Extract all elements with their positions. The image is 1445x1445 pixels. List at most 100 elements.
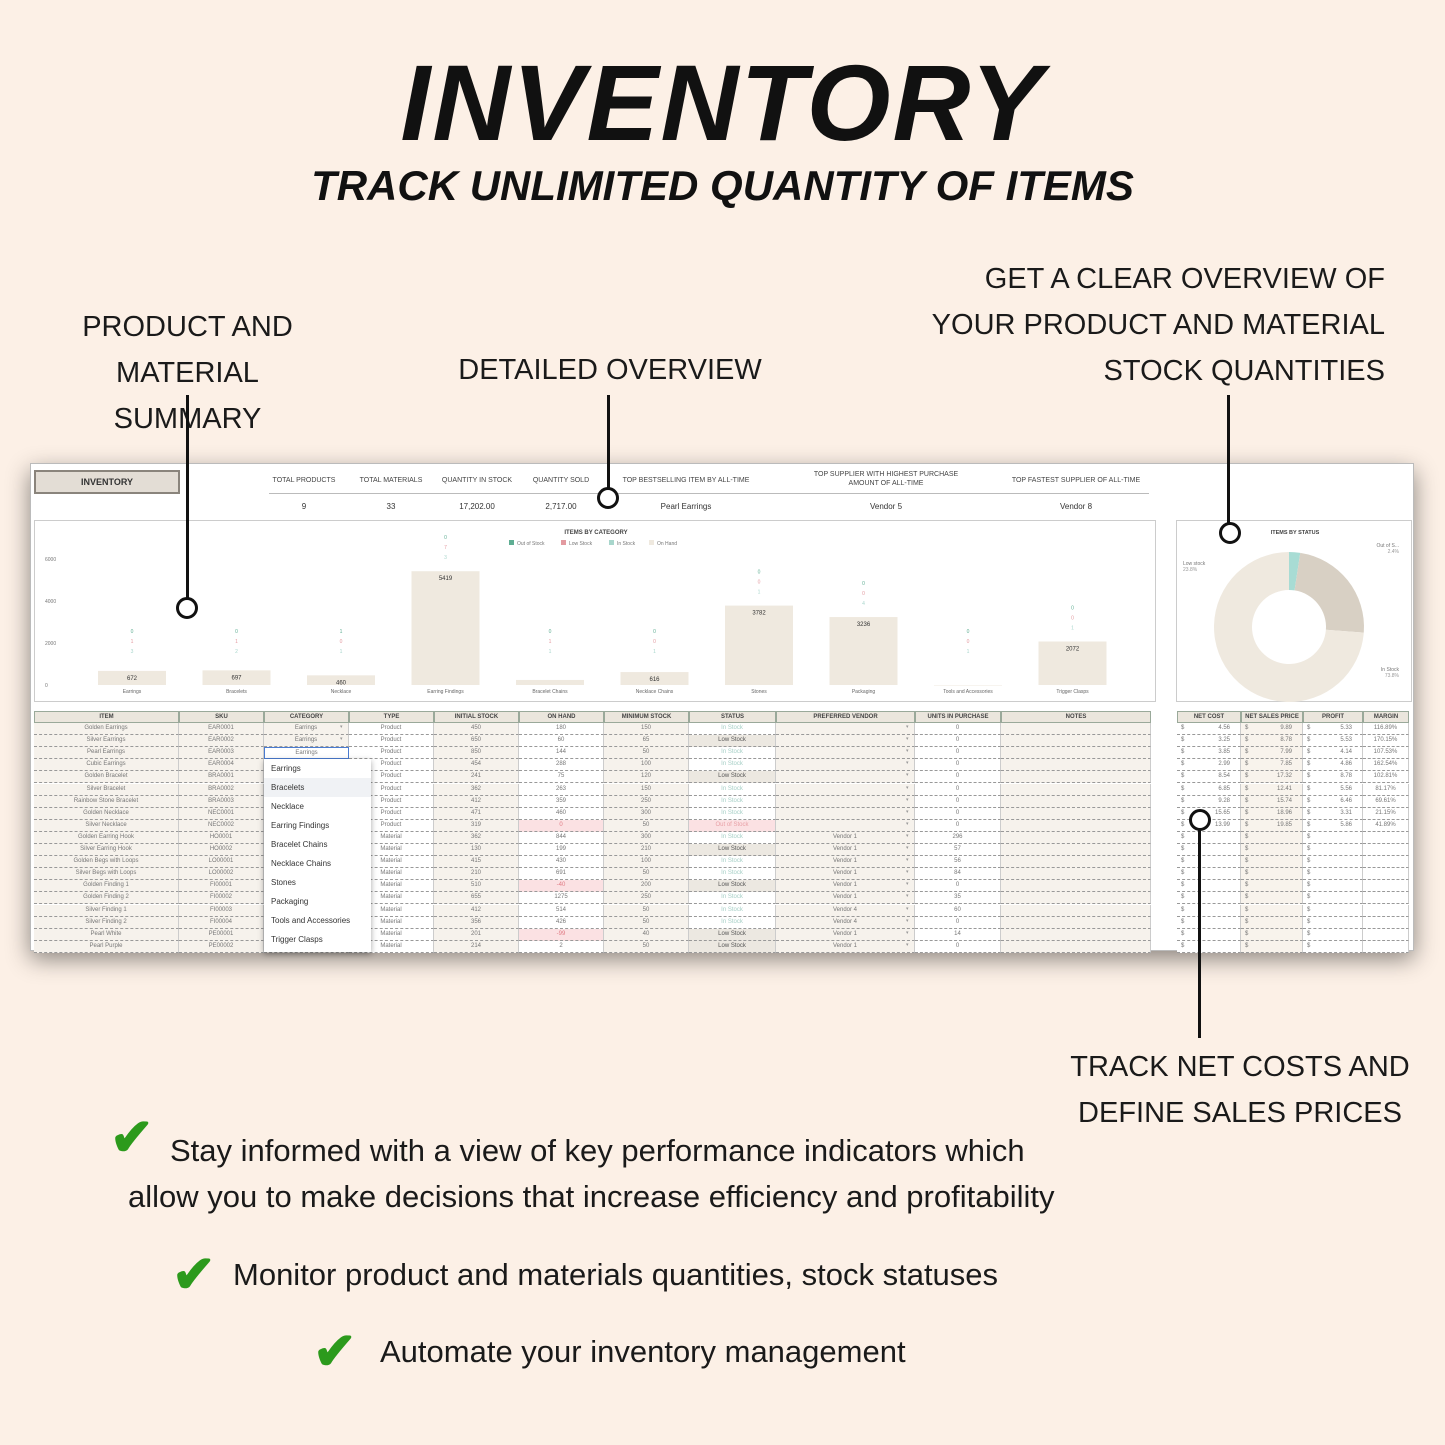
chevron-down-icon[interactable]: ▾ <box>906 808 909 815</box>
chevron-down-icon[interactable]: ▾ <box>906 832 909 839</box>
net-sales-price-cell[interactable] <box>1241 940 1303 953</box>
min-stock-cell: 200 <box>604 880 689 893</box>
net-sales-price-cell[interactable]: 8.78 <box>1241 735 1303 748</box>
vendor-cell[interactable] <box>776 795 915 808</box>
chevron-down-icon[interactable]: ▾ <box>906 820 909 827</box>
column-header[interactable]: STATUS <box>689 711 776 723</box>
vendor-cell[interactable]: Vendor 1 <box>776 856 915 869</box>
vendor-cell[interactable]: Vendor 1 <box>776 868 915 881</box>
legend-swatch <box>609 540 614 545</box>
column-header[interactable]: NOTES <box>1001 711 1151 723</box>
callout-line-overview <box>1227 395 1230 532</box>
column-header[interactable]: INITIAL STOCK <box>434 711 519 723</box>
vendor-cell[interactable]: Vendor 4 <box>776 904 915 917</box>
category-cell[interactable]: Earrings <box>264 747 349 760</box>
vendor-cell[interactable] <box>776 783 915 796</box>
net-sales-price-cell[interactable]: 15.74 <box>1241 795 1303 808</box>
chevron-down-icon[interactable]: ▾ <box>906 941 909 948</box>
chevron-down-icon[interactable]: ▾ <box>906 760 909 767</box>
net-sales-price-cell[interactable] <box>1241 868 1303 881</box>
net-sales-price-cell[interactable]: 7.99 <box>1241 747 1303 760</box>
column-header[interactable]: UNITS IN PURCHASE <box>915 711 1001 723</box>
chevron-down-icon[interactable]: ▾ <box>906 736 909 743</box>
margin-cell: 162.54% <box>1363 759 1409 772</box>
net-sales-price-cell[interactable] <box>1241 856 1303 869</box>
column-header[interactable]: PREFERRED VENDOR <box>776 711 915 723</box>
vendor-cell[interactable]: Vendor 1 <box>776 844 915 857</box>
column-header[interactable]: ON HAND <box>519 711 604 723</box>
vendor-cell[interactable] <box>776 807 915 820</box>
net-sales-price-cell[interactable]: 19.85 <box>1241 819 1303 832</box>
dropdown-option[interactable]: Stones <box>271 878 296 887</box>
vendor-cell[interactable] <box>776 747 915 760</box>
column-header[interactable]: TYPE <box>349 711 434 723</box>
chevron-down-icon[interactable]: ▾ <box>906 796 909 803</box>
vendor-cell[interactable]: Vendor 1 <box>776 892 915 905</box>
net-sales-price-cell[interactable] <box>1241 831 1303 844</box>
dropdown-option[interactable]: Bracelets <box>264 778 371 797</box>
dropdown-option[interactable]: Trigger Clasps <box>271 935 323 944</box>
column-header[interactable]: ITEM <box>34 711 179 723</box>
vendor-cell[interactable] <box>776 759 915 772</box>
chevron-down-icon[interactable]: ▾ <box>906 845 909 851</box>
category-cell[interactable]: Earrings <box>264 723 349 736</box>
vendor-cell[interactable] <box>776 723 915 736</box>
net-sales-price-cell[interactable] <box>1241 916 1303 929</box>
price-column-header[interactable]: NET COST <box>1177 711 1241 723</box>
chevron-down-icon[interactable]: ▾ <box>906 784 909 791</box>
chevron-down-icon[interactable]: ▾ <box>906 772 909 779</box>
net-sales-price-cell[interactable]: 18.96 <box>1241 807 1303 820</box>
chevron-down-icon[interactable]: ▾ <box>906 724 909 730</box>
dropdown-option[interactable]: Earrings <box>271 764 301 773</box>
chevron-down-icon[interactable]: ▾ <box>906 905 909 912</box>
vendor-cell[interactable] <box>776 771 915 784</box>
chart-title: ITEMS BY STATUS <box>1271 530 1320 536</box>
notes-cell <box>1001 723 1151 736</box>
vendor-cell[interactable]: Vendor 1 <box>776 880 915 893</box>
net-sales-price-cell[interactable] <box>1241 904 1303 917</box>
status-cell: Low Stock <box>689 940 776 953</box>
chevron-down-icon[interactable]: ▾ <box>906 869 909 876</box>
net-sales-price-cell[interactable] <box>1241 892 1303 905</box>
dropdown-option[interactable]: Bracelet Chains <box>271 840 328 849</box>
price-column-header[interactable]: NET SALES PRICE <box>1241 711 1303 723</box>
net-sales-price-cell[interactable]: 17.32 <box>1241 771 1303 784</box>
net-sales-price-cell[interactable] <box>1241 880 1303 893</box>
kpi-value: Vendor 8 <box>1059 502 1093 511</box>
currency-symbol: $ <box>1307 942 1311 949</box>
vendor-cell[interactable]: Vendor 1 <box>776 928 915 941</box>
chevron-down-icon[interactable]: ▾ <box>906 881 909 888</box>
dropdown-option[interactable]: Tools and Accessories <box>271 916 351 925</box>
chevron-down-icon[interactable]: ▾ <box>340 736 343 743</box>
price-column-header[interactable]: MARGIN <box>1363 711 1409 723</box>
dropdown-option[interactable]: Necklace Chains <box>271 859 332 868</box>
dropdown-option[interactable]: Earring Findings <box>271 821 330 830</box>
vendor-cell[interactable]: Vendor 1 <box>776 940 915 953</box>
chevron-down-icon[interactable]: ▾ <box>906 857 909 864</box>
initial-stock-cell: 130 <box>434 844 519 857</box>
net-sales-price-cell[interactable]: 9.89 <box>1241 723 1303 736</box>
vendor-cell[interactable]: Vendor 1 <box>776 831 915 844</box>
column-header[interactable]: CATEGORY <box>264 711 349 723</box>
price-column-header[interactable]: PROFIT <box>1303 711 1363 723</box>
dropdown-option[interactable]: Packaging <box>271 897 309 906</box>
chevron-down-icon[interactable]: ▾ <box>906 893 909 900</box>
vendor-cell[interactable] <box>776 819 915 832</box>
net-sales-price-cell[interactable] <box>1241 928 1303 941</box>
net-sales-price-cell[interactable]: 12.41 <box>1241 783 1303 796</box>
chevron-down-icon[interactable]: ▾ <box>906 917 909 924</box>
net-sales-price-cell[interactable] <box>1241 844 1303 857</box>
net-sales-price-cell[interactable]: 7.85 <box>1241 759 1303 772</box>
chevron-down-icon[interactable]: ▾ <box>906 748 909 755</box>
chevron-down-icon[interactable]: ▾ <box>906 929 909 936</box>
column-header[interactable]: SKU <box>179 711 264 723</box>
vendor-cell[interactable] <box>776 735 915 748</box>
category-cell[interactable]: Earrings <box>264 735 349 748</box>
dropdown-option[interactable]: Necklace <box>271 802 304 811</box>
profit-cell: 8.78 <box>1303 771 1363 784</box>
chevron-down-icon[interactable]: ▾ <box>340 724 343 730</box>
vendor-cell[interactable]: Vendor 4 <box>776 916 915 929</box>
notes-cell <box>1001 916 1151 929</box>
column-header[interactable]: MINIMUM STOCK <box>604 711 689 723</box>
